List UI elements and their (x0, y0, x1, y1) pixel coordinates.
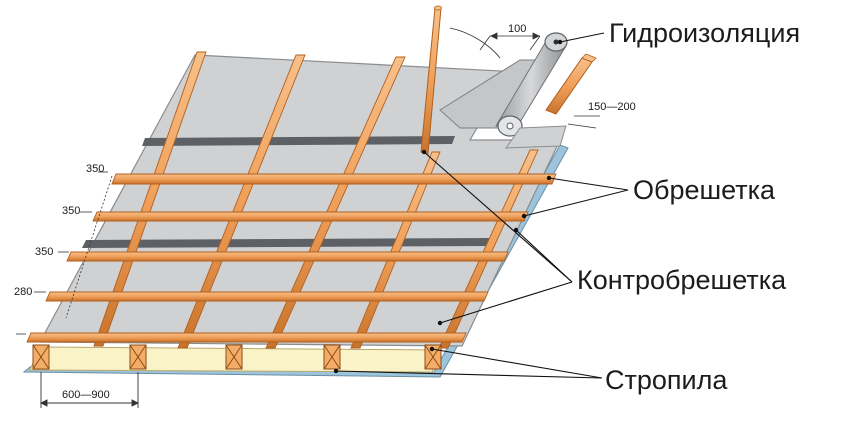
leader-dots (333, 39, 563, 374)
leader-lines (335, 32, 629, 379)
membrane-overlap-stripe (142, 136, 455, 146)
dim-rafter-spacing: 600—900 (62, 389, 110, 401)
label-waterproofing: Гидроизоляция (609, 18, 801, 48)
dimension-overlap (449, 27, 541, 59)
label-counter-battens: Контробрешетка (577, 265, 787, 295)
rafter-end (32, 344, 50, 370)
rafter-end (225, 344, 243, 370)
dimension-gap (567, 115, 600, 129)
rafter-end (129, 344, 147, 370)
membrane-flap (505, 125, 567, 149)
dim-eave-spacing: 280 (14, 286, 32, 298)
dim-overlap: 100 (508, 23, 526, 35)
dim-batten-spacing-3: 350 (35, 246, 53, 258)
rafter-end (323, 344, 341, 370)
label-rafters: Стропила (605, 365, 728, 395)
dim-batten-spacing-1: 350 (86, 163, 104, 175)
membrane-overlap-stripe (82, 238, 492, 248)
rafter-ends (32, 344, 442, 370)
dim-gap: 150—200 (588, 101, 636, 113)
dimension-rafter-spacing (39, 372, 140, 408)
loose-batten-right (545, 53, 597, 115)
rafter-end (424, 344, 442, 370)
dimension-lines-left (16, 171, 113, 335)
membrane-roll (439, 32, 568, 137)
label-battens: Обрешетка (633, 175, 776, 205)
dim-batten-spacing-2: 350 (62, 205, 80, 217)
battens (26, 173, 557, 343)
